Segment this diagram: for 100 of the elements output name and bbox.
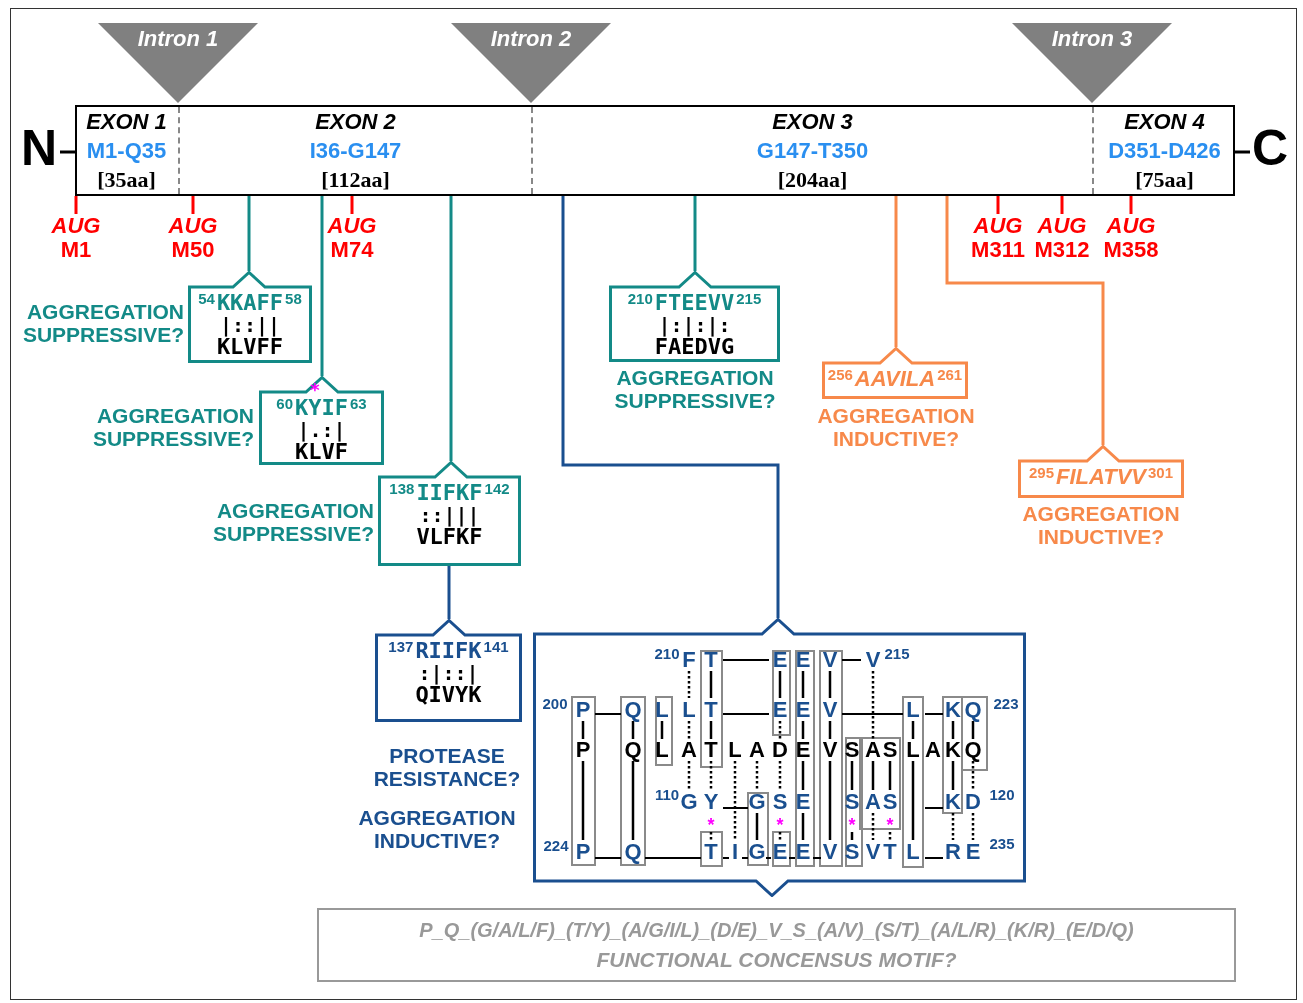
residue-letter: A bbox=[865, 739, 881, 761]
alignment-symbols: ::||| bbox=[419, 505, 480, 525]
alignment-symbols: :|::| bbox=[418, 663, 479, 683]
connector-line bbox=[1235, 150, 1250, 154]
residue-letter: E bbox=[795, 739, 811, 761]
asterisk-mark: * bbox=[886, 816, 894, 834]
asterisk-mark: * bbox=[309, 382, 321, 398]
asterisk-mark: * bbox=[848, 816, 856, 834]
exon-label: EXON 2 bbox=[315, 108, 396, 136]
connector-line bbox=[1129, 196, 1133, 214]
residue-letter: L bbox=[655, 699, 669, 721]
matched-sequence: KLVF bbox=[295, 440, 348, 464]
methionine-label: M311 bbox=[971, 238, 1025, 262]
residue-number: 215 bbox=[884, 645, 910, 661]
residue-number: 295 bbox=[1028, 465, 1054, 481]
methionine-label: M74 bbox=[330, 238, 374, 262]
residue-letter: A bbox=[681, 739, 697, 761]
residue-letter: V bbox=[822, 739, 838, 761]
residue-letter: L bbox=[682, 699, 696, 721]
sequence-box bbox=[609, 271, 780, 362]
intron-label: Intron 3 bbox=[1050, 25, 1134, 53]
function-annotation: AGGREGATION SUPPRESSIVE? bbox=[91, 404, 254, 450]
residue-letter: E bbox=[795, 841, 811, 863]
residue-letter: E bbox=[772, 699, 788, 721]
codon-label: AUG bbox=[168, 214, 218, 238]
residue-number: 210 bbox=[654, 645, 680, 661]
residue-number: 142 bbox=[484, 481, 510, 497]
residue-letter: Q bbox=[624, 841, 642, 863]
gene-bar bbox=[75, 105, 1235, 196]
codon-label: AUG bbox=[1106, 214, 1156, 238]
alignment-symbols: |.:| bbox=[297, 420, 346, 440]
connector-line bbox=[247, 196, 251, 271]
residue-letter: S bbox=[772, 791, 788, 813]
connector-line bbox=[996, 196, 1000, 214]
residue-letter: T bbox=[704, 841, 718, 863]
residue-letter: L bbox=[906, 699, 920, 721]
connector-line bbox=[447, 566, 451, 619]
residue-letter: K bbox=[945, 699, 961, 721]
connector-line bbox=[74, 196, 78, 214]
residue-number: 54 bbox=[198, 291, 215, 307]
length-label: [75aa] bbox=[1135, 166, 1194, 194]
residue-letter: K bbox=[945, 739, 961, 761]
residue-letter: E bbox=[795, 791, 811, 813]
peptide-sequence: AAVILA bbox=[854, 366, 936, 391]
peptide-sequence: KYIF bbox=[295, 395, 348, 420]
residue-letter: Q bbox=[964, 739, 982, 761]
codon-label: AUG bbox=[1037, 214, 1087, 238]
peptide-sequence: RIIFK bbox=[415, 638, 482, 663]
residue-range: M1-Q35 bbox=[86, 137, 167, 165]
sequence-box bbox=[375, 619, 522, 722]
residue-range: G147-T350 bbox=[756, 137, 869, 165]
terminus-label: N bbox=[18, 118, 60, 178]
residue-number: 301 bbox=[1148, 465, 1174, 481]
sequence-box bbox=[188, 271, 312, 363]
peptide-sequence: IIFKF bbox=[416, 480, 483, 505]
residue-letter: P bbox=[575, 699, 591, 721]
residue-number: 63 bbox=[350, 396, 367, 412]
residue-letter: E bbox=[772, 649, 788, 671]
intron-marker bbox=[1012, 23, 1172, 103]
asterisk-mark: * bbox=[707, 816, 715, 834]
residue-number: 137 bbox=[388, 639, 414, 655]
residue-letter: E bbox=[772, 841, 788, 863]
connector-line bbox=[60, 150, 75, 154]
sequence-box bbox=[1018, 445, 1184, 498]
function-annotation: PROTEASE RESISTANCE? bbox=[372, 744, 522, 790]
residue-letter: V bbox=[822, 649, 838, 671]
residue-number: 141 bbox=[483, 639, 509, 655]
function-annotation: AGGREGATION SUPPRESSIVE? bbox=[613, 366, 777, 412]
residue-letter: P bbox=[575, 739, 591, 761]
residue-letter: D bbox=[965, 791, 981, 813]
sequence-box bbox=[822, 347, 968, 399]
connector-line bbox=[693, 196, 697, 271]
motif-caption: FUNCTIONAL CONCENSUS MOTIF? bbox=[596, 947, 957, 973]
residue-letter: V bbox=[822, 699, 838, 721]
residue-letter: S bbox=[844, 739, 860, 761]
methionine-label: M312 bbox=[1034, 238, 1090, 262]
exon-label: EXON 4 bbox=[1124, 108, 1205, 136]
methionine-label: M358 bbox=[1103, 238, 1159, 262]
codon-label: AUG bbox=[51, 214, 101, 238]
sequence-box bbox=[259, 376, 384, 465]
residue-letter: R bbox=[945, 841, 961, 863]
residue-number: 223 bbox=[993, 695, 1019, 711]
residue-number: 58 bbox=[285, 291, 302, 307]
residue-letter: T bbox=[704, 739, 718, 761]
residue-letter: V bbox=[865, 649, 881, 671]
residue-number: 60 bbox=[276, 396, 293, 412]
matched-sequence: KLVFF bbox=[216, 335, 284, 359]
residue-letter: T bbox=[704, 699, 718, 721]
function-annotation: AGGREGATION INDUCTIVE? bbox=[1021, 502, 1181, 548]
residue-number: 224 bbox=[543, 837, 569, 853]
residue-letter: Q bbox=[964, 699, 982, 721]
peptide-sequence: FTEEVV bbox=[654, 290, 735, 315]
residue-number: 235 bbox=[989, 835, 1015, 851]
residue-number: 110 bbox=[654, 786, 680, 802]
exon-label: EXON 1 bbox=[86, 108, 167, 136]
residue-letter: A bbox=[865, 791, 881, 813]
residue-letter: Y bbox=[703, 791, 719, 813]
residue-number: 215 bbox=[736, 291, 762, 307]
residue-letter: V bbox=[865, 841, 881, 863]
residue-letter: E bbox=[795, 649, 811, 671]
